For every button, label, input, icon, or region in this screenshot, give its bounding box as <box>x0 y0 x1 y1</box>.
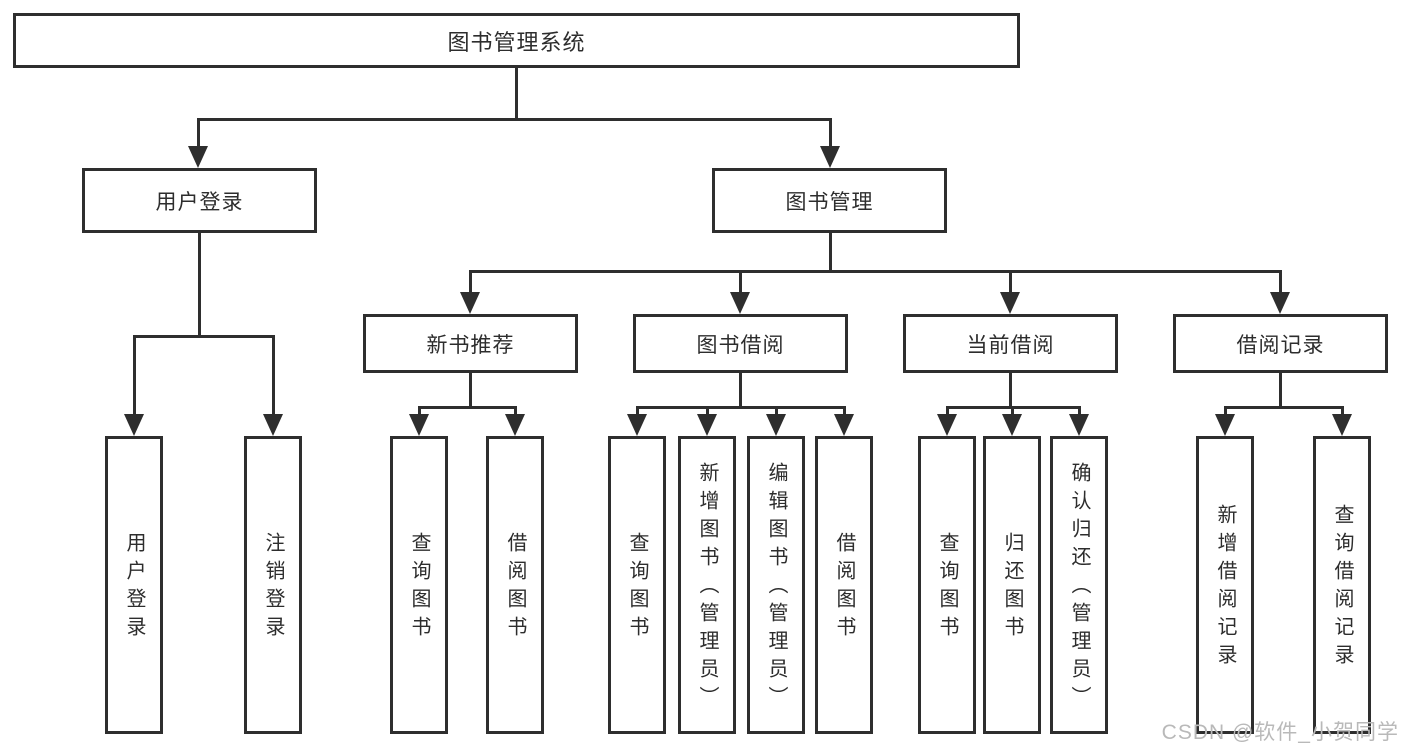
connector-newbooks-bar <box>418 406 516 409</box>
connector-root-stub <box>515 68 518 121</box>
arrow-d1 <box>937 414 957 436</box>
arrow-to-borrowing <box>730 292 750 314</box>
connector-records-stub <box>1279 373 1282 409</box>
connector-to-new-books <box>469 270 472 296</box>
connector-c2 <box>706 406 709 416</box>
connector-e2 <box>1341 406 1344 416</box>
arrow-to-leaf-login <box>124 414 144 436</box>
leaf-borrow-books-2: 借阅图书 <box>815 436 873 734</box>
connector-c4 <box>843 406 846 416</box>
connector-borrowing-bar <box>636 406 845 409</box>
arrow-e1 <box>1215 414 1235 436</box>
leaf-query-borrow-record: 查询借阅记录 <box>1313 436 1371 734</box>
leaf-query-books-2: 查询图书 <box>608 436 666 734</box>
connector-current-stub <box>1009 373 1012 409</box>
leaf-add-books-admin: 新增图书（管理员） <box>678 436 736 734</box>
node-new-book-recommend: 新书推荐 <box>363 314 578 373</box>
arrow-to-leaf-logout <box>263 414 283 436</box>
connector-newbooks-stub <box>469 373 472 409</box>
connector-to-leaf-logout <box>272 335 275 416</box>
connector-book-mgmt-stub <box>829 233 832 273</box>
connector-b1 <box>418 406 421 416</box>
connector-d1 <box>946 406 949 416</box>
arrow-to-current <box>1000 292 1020 314</box>
connector-b2 <box>514 406 517 416</box>
arrow-d3 <box>1069 414 1089 436</box>
connector-to-leaf-login <box>133 335 136 416</box>
connector-to-records <box>1279 270 1282 296</box>
connector-e1 <box>1224 406 1227 416</box>
leaf-user-login: 用户登录 <box>105 436 163 734</box>
arrow-d2 <box>1002 414 1022 436</box>
connector-borrowing-stub <box>739 373 742 409</box>
arrow-to-book-mgmt <box>820 146 840 168</box>
node-book-management: 图书管理 <box>712 168 947 233</box>
arrow-c4 <box>834 414 854 436</box>
connector-to-borrowing <box>739 270 742 296</box>
arrow-e2 <box>1332 414 1352 436</box>
leaf-edit-books-admin: 编辑图书（管理员） <box>747 436 805 734</box>
leaf-add-borrow-record: 新增借阅记录 <box>1196 436 1254 734</box>
connector-c3 <box>775 406 778 416</box>
connector-user-login-bar <box>133 335 275 338</box>
connector-to-current <box>1009 270 1012 296</box>
leaf-query-books-1: 查询图书 <box>390 436 448 734</box>
arrow-b1 <box>409 414 429 436</box>
leaf-query-books-3: 查询图书 <box>918 436 976 734</box>
connector-to-user-login <box>197 118 200 150</box>
connector-d2 <box>1011 406 1014 416</box>
arrow-b2 <box>505 414 525 436</box>
arrow-to-new-books <box>460 292 480 314</box>
leaf-confirm-return-admin: 确认归还（管理员） <box>1050 436 1108 734</box>
arrow-to-user-login <box>188 146 208 168</box>
connector-level3-bar <box>469 270 1282 273</box>
connector-c1 <box>636 406 639 416</box>
node-root-library-system: 图书管理系统 <box>13 13 1020 68</box>
node-borrowing-records: 借阅记录 <box>1173 314 1388 373</box>
connector-user-login-stub <box>198 233 201 338</box>
arrow-c3 <box>766 414 786 436</box>
connector-d3 <box>1078 406 1081 416</box>
leaf-return-books: 归还图书 <box>983 436 1041 734</box>
arrow-c1 <box>627 414 647 436</box>
connector-level2-bar <box>197 118 832 121</box>
arrow-to-records <box>1270 292 1290 314</box>
node-current-borrowing: 当前借阅 <box>903 314 1118 373</box>
connector-to-book-mgmt <box>829 118 832 150</box>
connector-records-bar <box>1224 406 1343 409</box>
arrow-c2 <box>697 414 717 436</box>
leaf-logout: 注销登录 <box>244 436 302 734</box>
node-book-borrowing: 图书借阅 <box>633 314 848 373</box>
node-user-login: 用户登录 <box>82 168 317 233</box>
leaf-borrow-books-1: 借阅图书 <box>486 436 544 734</box>
watermark-text: CSDN @软件_小贺同学 <box>1161 721 1399 744</box>
